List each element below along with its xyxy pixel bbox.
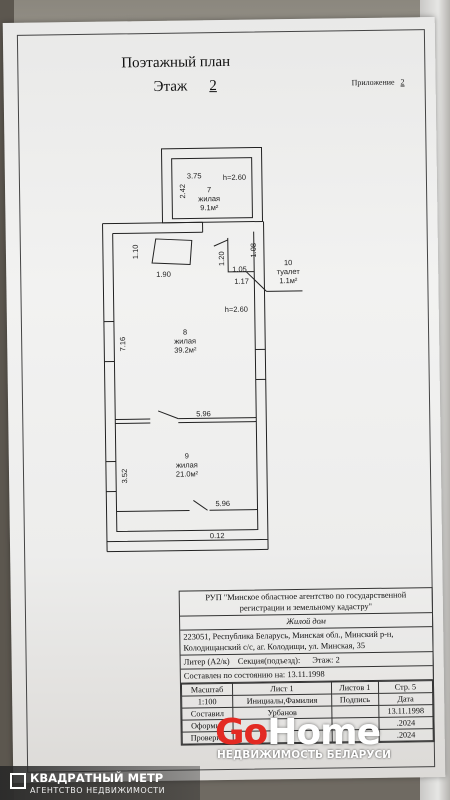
stair-block	[151, 238, 193, 265]
room-7-area: 9.1м²	[200, 203, 219, 212]
top-wall-left	[102, 221, 203, 225]
building-outer-wall	[102, 221, 269, 543]
dim-stair-width: 1.90	[156, 270, 171, 279]
liter-value: (А2/к)	[207, 656, 230, 667]
dim-r8-height: 7.16	[118, 337, 127, 352]
agency-name: КВАДРАТНЫЙ МЕТР	[30, 771, 164, 785]
agency-subtitle: АГЕНТСТВО НЕДВИЖИМОСТИ	[30, 786, 166, 795]
room-7-height: h=2.60	[223, 173, 246, 182]
square-meter-icon	[10, 773, 26, 789]
toilet-door	[213, 239, 228, 247]
dim-balcony: 0.12	[210, 531, 225, 540]
col-sheets-label: Листов	[339, 683, 365, 693]
room-10-name: туалет	[277, 267, 301, 276]
col-sheet-label: Лист	[270, 684, 288, 694]
floor-plan-drawing: 3.75 h=2.60 2.42 7 жилая 9.1м² 1.10 1.90…	[102, 146, 303, 553]
bottom-inner-wall	[116, 509, 190, 513]
col-page: Стр. 5	[378, 680, 433, 694]
col-date: Дата	[378, 692, 433, 706]
room-10-area: 1.1м²	[279, 276, 298, 285]
section-label: Секция(подъезд):	[237, 655, 301, 666]
dim-toilet-b: 1.08	[249, 243, 258, 258]
room-8-number: 8	[183, 328, 187, 337]
room-9-number: 9	[185, 451, 189, 460]
dim-r9-width: 5.96	[215, 499, 230, 508]
partition-right	[178, 417, 257, 420]
bottom-inner-wall-right	[209, 509, 258, 511]
room-10-number: 10	[284, 258, 292, 267]
balcony-line	[107, 548, 269, 553]
org-name: РУП "Минское областное агентство по госу…	[179, 588, 432, 617]
toilet-leader-tail	[266, 290, 303, 292]
dim-stair-height: 1.10	[131, 245, 140, 260]
room-8-area: 39.2м²	[174, 345, 197, 354]
room-8-name: жилая	[174, 336, 196, 345]
room-9-area: 21.0м²	[176, 469, 199, 478]
building-inner-wall	[112, 231, 259, 533]
toilet-leader	[245, 271, 267, 292]
brand-home: Home	[267, 712, 381, 753]
stamp-floor-value: 2	[335, 655, 340, 665]
col-sign: Подпись	[331, 693, 379, 707]
room-9-name: жилая	[176, 460, 198, 469]
partition-right-2	[178, 421, 257, 424]
col-scale: Масштаб	[181, 683, 233, 697]
room-7-outer-wall	[160, 146, 264, 224]
sheets-value: 1	[366, 682, 371, 693]
dim-r7-width: 3.75	[187, 171, 202, 180]
gohome-watermark: GoHome НЕДВИЖИМОСТЬ БЕЛАРУСИ	[215, 712, 391, 761]
dim-r9-height: 3.52	[120, 469, 129, 484]
partition-door	[157, 410, 179, 420]
page-value: 5	[411, 682, 417, 692]
sheet-value: 1	[289, 684, 294, 694]
dim-r8-width: 5.96	[196, 409, 211, 418]
room-7-number: 7	[207, 185, 211, 194]
brand-tagline: НЕДВИЖИМОСТЬ БЕЛАРУСИ	[217, 749, 391, 761]
dim-toilet-c: 1.05	[232, 265, 247, 274]
brand-go: Go	[215, 712, 268, 753]
bottom-door	[193, 500, 208, 511]
agency-watermark: КВАДРАТНЫЙ МЕТР АГЕНТСТВО НЕДВИЖИМОСТИ	[0, 766, 200, 800]
object-address: 223051, Республика Беларусь, Минская обл…	[180, 627, 433, 656]
room-7-inner-wall	[171, 157, 253, 220]
stamp-floor-label: Этаж:	[312, 655, 334, 665]
room-8-height: h=2.60	[225, 305, 248, 314]
top-wall-left-inner	[112, 231, 203, 235]
liter-label: Литер	[183, 657, 206, 667]
dim-toilet-d: 1.17	[234, 277, 249, 286]
room-7-name: жилая	[198, 194, 220, 203]
col-sheets: Листов 1	[331, 681, 379, 695]
dim-r7-height: 2.42	[178, 184, 187, 199]
col-page-label: Стр.	[394, 682, 410, 692]
toilet-wall	[227, 237, 255, 273]
dim-toilet-a: 1.20	[217, 251, 226, 266]
scale-value: 1:100	[181, 695, 233, 709]
